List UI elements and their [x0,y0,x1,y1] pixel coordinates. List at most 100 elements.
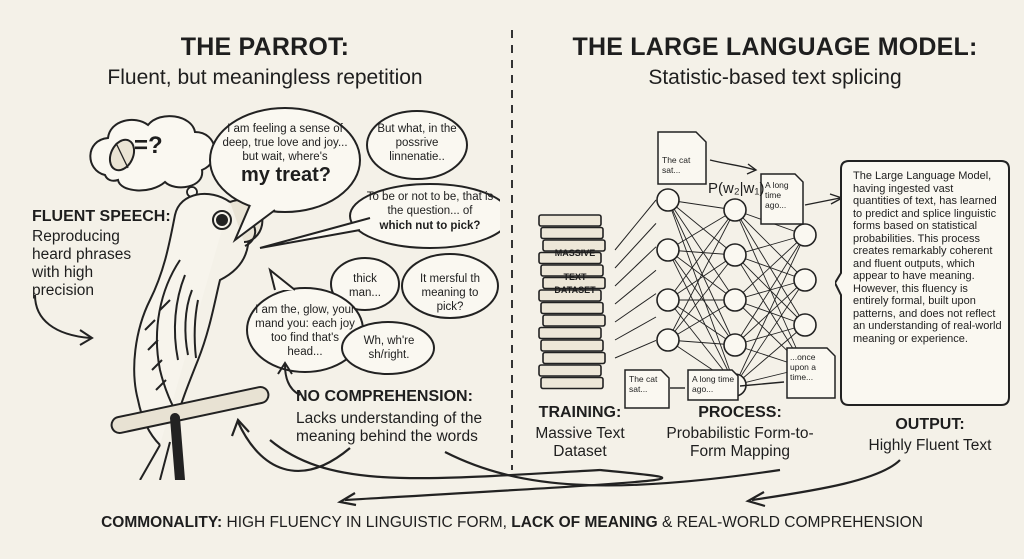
arrow-to-parrot [237,421,351,472]
doc-4-text: A long time ago... [692,374,735,394]
network-edge [734,234,806,346]
input-edge [614,339,657,359]
network-edge [734,234,806,256]
book [538,289,602,302]
doc-3-text: The cat sat... [629,374,658,394]
book [540,264,604,277]
doc-5-text: ...once upon a time... [790,352,816,382]
network-node [723,288,747,312]
book [540,376,604,390]
doc-1-text: The cat sat... [662,155,691,175]
seed-icon [108,138,136,172]
book [542,351,606,365]
book [542,239,606,252]
input-edge [614,199,657,251]
parrot-subtitle: Fluent, but meaningless repetition [107,66,423,89]
network-edge [667,199,736,256]
llm-subtitle: Statistic-based text splicing [648,66,902,89]
network-edge [667,249,736,386]
book [540,226,604,240]
book [538,214,602,227]
network-edge [667,209,736,301]
training-title: TRAINING: [538,404,622,421]
network-node [793,223,817,247]
book-label-1: MASSIVE [554,248,596,258]
network-edge [667,254,736,301]
process-title: PROCESS: [698,404,782,421]
network-edge [667,254,736,341]
network-edge [734,209,806,369]
input-edge [614,269,657,305]
book [538,364,602,377]
network-node [656,188,680,212]
input-edge [614,246,657,287]
network-edge [667,199,736,301]
training-desc: Massive Text Dataset [535,425,625,460]
network-node [656,328,680,352]
network-node [793,268,817,292]
book-stack [538,214,606,390]
bubble-3-text: To be or not to be, that is the question… [366,191,494,217]
commonality-statement: COMMONALITY: HIGH FLUENCY IN LINGUISTIC … [0,514,1024,532]
network-node [656,238,680,262]
commonality-part-3: LACK OF MEANING [511,514,658,531]
commonality-part-4: & REAL-WORLD COMPREHENSION [657,514,923,531]
input-edge [614,316,657,341]
bubble-7: Wh, wh're sh/right. [363,335,415,361]
book-label-3: DATASET [554,285,596,295]
input-edge [614,223,657,269]
network-edge [734,279,806,346]
process-desc: Probabilistic Form-to-Form Mapping [666,425,814,460]
bubble-3-emphasis: which nut to pick? [379,220,481,232]
perch [110,386,270,434]
doc-2-text: A long time ago... [765,180,789,210]
book [542,314,606,327]
network-edge [734,234,806,301]
llm-title: THE LARGE LANGUAGE MODEL: [572,33,978,61]
book [540,339,604,352]
arrow-process-to-bottom [444,451,781,487]
output-paragraph: The Large Language Model, having ingeste… [853,170,1002,345]
book [542,276,606,290]
network-edge [667,209,736,341]
arrow-output-to-bottom [751,459,901,502]
network-edge [734,324,806,386]
network-edge [734,324,806,346]
commonality-part-2: HIGH FLUENCY IN LINGUISTIC FORM, [222,514,512,531]
network-edge [734,279,806,386]
speech-bubbles [209,107,500,375]
doc-icons [624,131,844,409]
network-node [723,198,747,222]
bubble-2: But what, in the possrive linnenatie.. [377,123,457,163]
no-comp-arrow [277,361,301,396]
book-label-2: TEXT [563,272,587,282]
thought-symbol: =? [134,132,163,159]
output-box [835,160,1010,406]
network-node [793,313,817,337]
no-comprehension-title: NO COMPREHENSION: [296,388,473,405]
network-edge [734,234,806,386]
fluent-speech-desc: Reproducing heard phrases with high prec… [32,228,132,299]
book [540,301,604,315]
bubble-1-emphasis: my treat? [240,164,332,186]
bubble-4: thick man... [349,273,381,299]
arrow-left-to-bottom [269,439,601,480]
bubble-6: I am the, glow, your mand you: each joy … [255,304,355,358]
book [538,326,602,340]
output-desc: Highly Fluent Text [868,437,992,454]
parrot-illustration [110,193,270,480]
fluent-speech-title: FLUENT SPEECH: [32,208,171,225]
input-edge [614,293,657,323]
output-title: OUTPUT: [895,416,965,433]
no-comprehension-desc: Lacks understanding of the meaning behin… [296,410,483,445]
network-node [656,288,680,312]
network-edge [667,209,736,251]
fluent-arrow [34,294,94,346]
network-edge [667,299,736,346]
network-node [723,243,747,267]
bubble-1-text: I am feeling a sense of deep, true love … [222,123,348,163]
network-edge [667,199,736,386]
probability-formula: P(w₂|w₁) [708,180,765,197]
book [538,251,602,265]
